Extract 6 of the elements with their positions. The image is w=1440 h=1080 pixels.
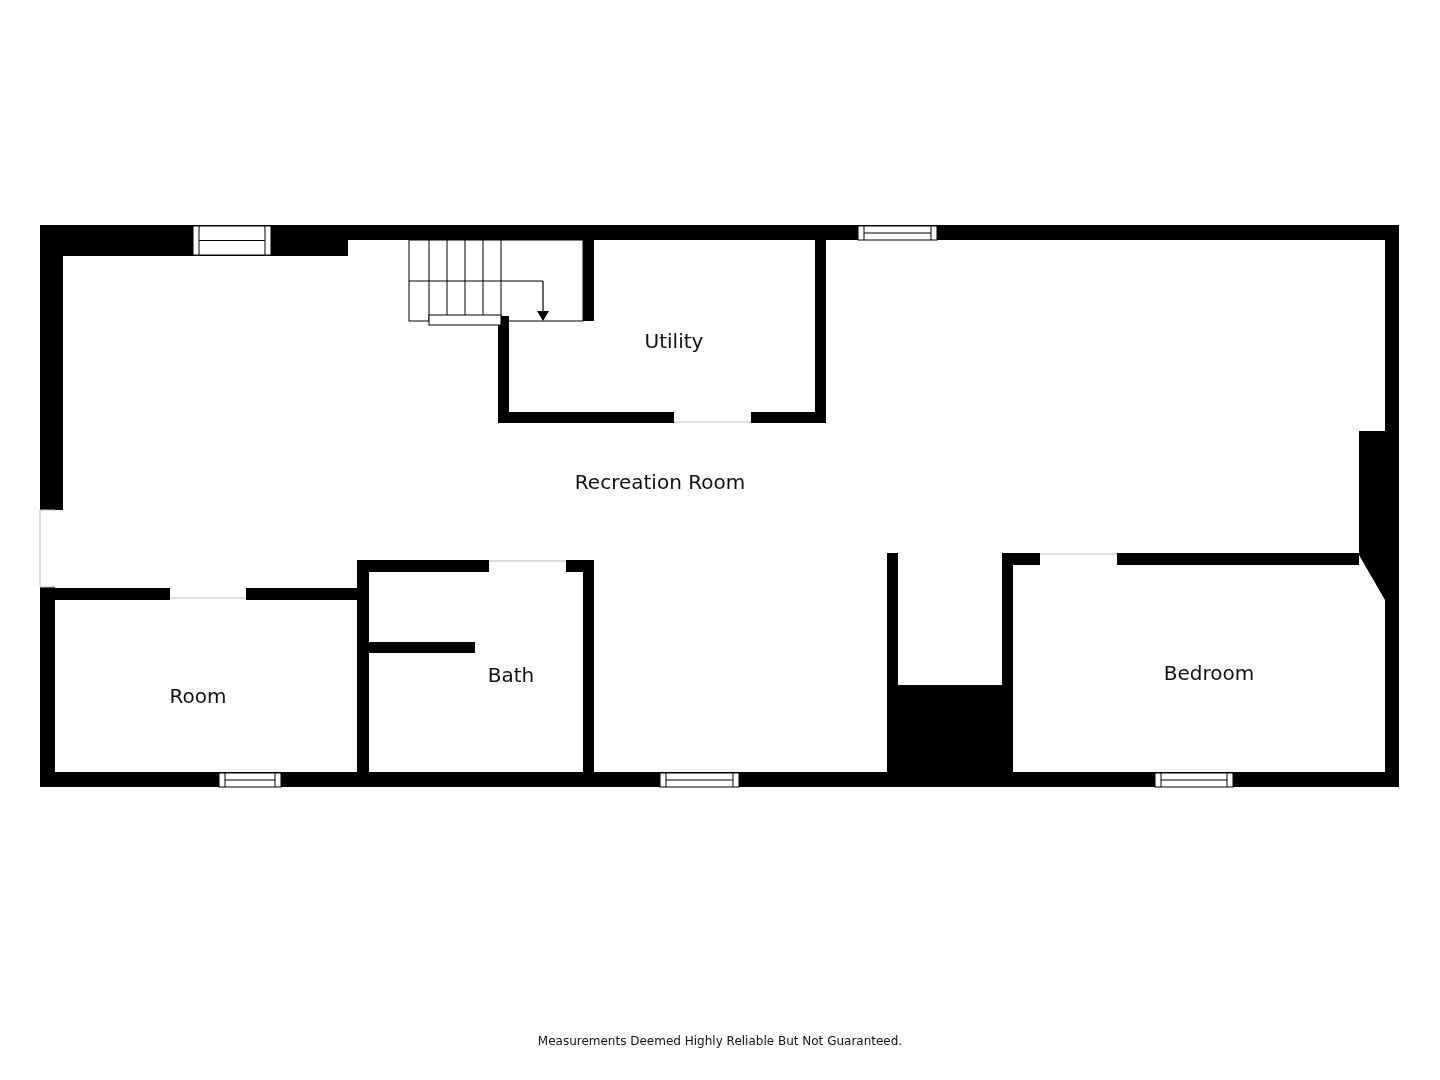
room-label: Recreation Room: [574, 470, 746, 494]
room-label: Room: [169, 684, 227, 708]
room-label: Utility: [644, 329, 704, 353]
room-label: Bath: [487, 663, 535, 687]
room-label: Bedroom: [1163, 661, 1255, 685]
disclaimer-note: Measurements Deemed Highly Reliable But Not Guaranteed.: [536, 1034, 904, 1048]
